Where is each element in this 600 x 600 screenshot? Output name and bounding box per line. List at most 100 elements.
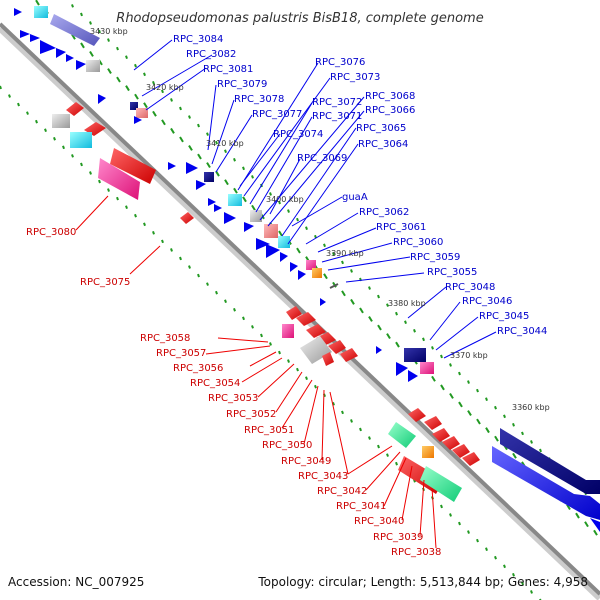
gene-label[interactable]: RPC_3053 [208,393,258,404]
gene-label[interactable]: RPC_3055 [427,267,477,278]
gene-arrow[interactable] [442,436,460,450]
gene-arrow[interactable] [20,30,30,38]
gene-label[interactable]: RPC_3046 [462,296,512,307]
gene-arrow[interactable] [76,60,86,70]
gene-label[interactable]: RPC_3045 [479,311,529,322]
gene-label[interactable]: RPC_3065 [356,123,406,134]
gene-block[interactable] [278,236,290,248]
gene-label[interactable]: RPC_3059 [410,252,460,263]
gene-arrow[interactable] [208,198,216,206]
gene-arrow[interactable] [290,262,298,272]
gene-label[interactable]: RPC_3052 [226,409,276,420]
gene-arrow[interactable] [320,298,326,306]
gene-label[interactable]: RPC_3039 [373,532,423,543]
gene-arrow[interactable] [306,324,326,338]
gene-arrow[interactable] [408,408,426,422]
gene-label[interactable]: RPC_3042 [317,486,367,497]
gene-block[interactable] [52,114,70,128]
gene-arrow[interactable] [432,428,450,442]
gene-block[interactable] [312,268,322,278]
gene-arrow[interactable] [14,8,22,16]
gene-arrow[interactable] [590,518,600,532]
gene-label[interactable]: RPC_3077 [252,109,302,120]
gene-arrow[interactable] [396,362,408,376]
gene-label[interactable]: RPC_3058 [140,333,190,344]
gene-label[interactable]: RPC_3080 [26,227,76,238]
gene-arrow[interactable] [98,94,106,104]
gene-block[interactable] [420,362,434,374]
gene-block[interactable] [136,108,148,118]
gene-block[interactable] [98,158,140,200]
gene-label[interactable]: RPC_3064 [358,139,408,150]
gene-arrow[interactable] [376,346,382,354]
gene-label[interactable]: RPC_3081 [203,64,253,75]
gene-block[interactable] [110,148,156,184]
gene-block[interactable] [282,324,294,338]
gene-block[interactable] [420,466,462,502]
gene-label[interactable]: RPC_3068 [365,91,415,102]
gene-arrow[interactable] [286,306,302,320]
gene-label[interactable]: RPC_3066 [365,105,415,116]
gene-label[interactable]: RPC_3056 [173,363,223,374]
gene-arrow[interactable] [244,222,254,232]
gene-arrow[interactable] [56,48,66,58]
gene-arrow[interactable] [66,54,74,62]
gene-block[interactable] [300,336,332,364]
gene-block[interactable] [204,172,214,182]
gene-arrow[interactable] [322,352,334,366]
gene-label[interactable]: RPC_3072 [312,97,362,108]
gene-label[interactable]: RPC_3044 [497,326,547,337]
gene-label[interactable]: RPC_3050 [262,440,312,451]
gene-label[interactable]: guaA [342,192,368,203]
gene-arrow[interactable] [298,270,306,280]
gene-label[interactable]: RPC_3060 [393,237,443,248]
gene-label[interactable]: RPC_3082 [186,49,236,60]
gene-arrow[interactable] [328,340,346,354]
gene-label[interactable]: RPC_3073 [330,72,380,83]
gene-label[interactable]: RPC_3041 [336,501,386,512]
gene-arrow[interactable] [214,204,222,212]
gene-block[interactable] [228,194,242,206]
gene-arrow[interactable] [280,252,288,262]
gene-label[interactable]: RPC_3084 [173,34,223,45]
gene-label[interactable]: RPC_3054 [190,378,240,389]
gene-arrow[interactable] [224,212,236,224]
gene-arrow[interactable] [340,348,358,362]
gene-block[interactable] [404,348,426,362]
gene-arrow[interactable] [196,180,206,190]
gene-block[interactable] [422,446,434,458]
gene-arrow[interactable] [134,116,142,124]
gene-block[interactable] [50,14,100,46]
gene-arrow[interactable] [462,452,480,466]
gene-arrow[interactable] [40,40,56,54]
gene-block[interactable] [388,422,416,448]
gene-label[interactable]: RPC_3078 [234,94,284,105]
gene-block[interactable] [34,6,48,18]
gene-arrow[interactable] [452,444,470,458]
gene-label[interactable]: RPC_3040 [354,516,404,527]
gene-arrow[interactable] [266,244,280,258]
gene-block[interactable] [306,260,316,270]
gene-arrow[interactable] [66,102,84,116]
gene-label[interactable]: RPC_3048 [445,282,495,293]
gene-block[interactable] [264,224,278,238]
gene-label[interactable]: RPC_3038 [391,547,441,558]
gene-arrow[interactable] [296,312,316,326]
gene-block[interactable] [86,60,100,72]
gene-label[interactable]: RPC_3079 [217,79,267,90]
gene-label[interactable]: RPC_3062 [359,207,409,218]
gene-label[interactable]: RPC_3061 [376,222,426,233]
gene-label[interactable]: RPC_3051 [244,425,294,436]
gene-arrow[interactable] [424,416,442,430]
gene-block[interactable] [70,132,92,148]
gene-arrow[interactable] [180,212,194,224]
gene-arrow[interactable] [30,34,40,42]
gene-label[interactable]: RPC_3057 [156,348,206,359]
gene-arrow[interactable] [256,238,270,250]
gene-block[interactable] [130,102,138,110]
gene-label[interactable]: RPC_3049 [281,456,331,467]
gene-label[interactable]: RPC_3069 [297,153,347,164]
gene-label[interactable]: RPC_3071 [312,111,362,122]
gene-label[interactable]: RPC_3074 [273,129,323,140]
gene-block[interactable] [500,428,600,494]
